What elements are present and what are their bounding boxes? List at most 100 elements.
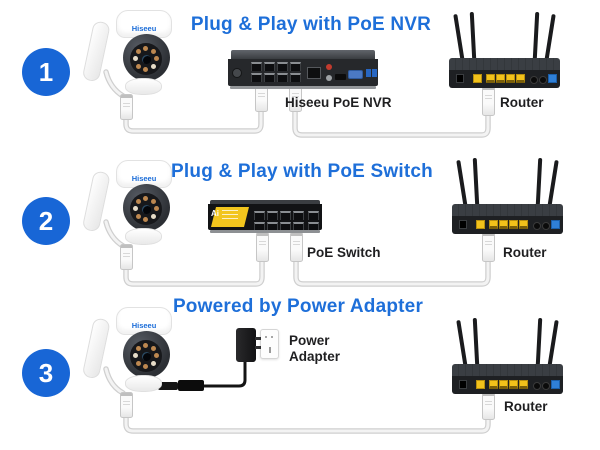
- ptz-camera: Hiseeu: [81, 158, 188, 270]
- router-label: Router: [503, 245, 547, 260]
- router-usb-port: [551, 380, 560, 389]
- section-title: Plug & Play with PoE NVR: [190, 14, 432, 35]
- ir-led-dot: [151, 361, 156, 366]
- router-button: [533, 222, 541, 230]
- camera-brand-logo: Hiseeu: [131, 174, 157, 183]
- nvr-hdmi-port: [335, 74, 346, 80]
- router-lan-port: [476, 380, 485, 389]
- switch-poe-ports: [254, 211, 304, 231]
- ethernet-port: [290, 62, 301, 71]
- camera-brand-logo: Hiseeu: [131, 321, 157, 330]
- switch-uplink-port: [308, 222, 319, 231]
- rj45-connector-router: [482, 392, 495, 420]
- router-front-panel: [449, 70, 560, 88]
- router-front-panel: [452, 376, 563, 394]
- rj45-connector-camera: [120, 392, 133, 418]
- camera-top-cap: Hiseeu: [116, 307, 172, 335]
- power-adapter: [236, 328, 261, 362]
- camera-base: [125, 228, 162, 245]
- router-top-face: [452, 204, 563, 216]
- nvr-front-panel: [228, 59, 378, 86]
- ir-led-dot: [136, 64, 141, 69]
- ir-led-dot: [151, 199, 156, 204]
- step-number-badge: 2: [22, 197, 70, 245]
- step-number-badge: 3: [22, 349, 70, 397]
- ethernet-port: [264, 62, 275, 71]
- router-antenna: [456, 319, 468, 369]
- router-top-face: [452, 364, 563, 376]
- ethernet-port: [264, 73, 275, 82]
- router-wan-port: [456, 74, 464, 83]
- router-device: [450, 157, 565, 238]
- camera-base: [125, 78, 162, 95]
- router-lan-ports: [489, 380, 528, 389]
- router-top-face: [449, 58, 560, 70]
- router-lan-ports: [489, 220, 528, 229]
- ethernet-port: [280, 211, 291, 220]
- ir-led-dot: [136, 361, 141, 366]
- power-adapter-label: Power Adapter: [289, 333, 341, 364]
- section-title: Powered by Power Adapter: [172, 296, 424, 317]
- nvr-poe-ports: [251, 62, 301, 82]
- router-antenna: [547, 159, 559, 209]
- ir-led-dot: [143, 196, 148, 201]
- router-button: [530, 76, 538, 84]
- ir-led-dot: [151, 346, 156, 351]
- router-usb-port: [551, 220, 560, 229]
- camera-lens-head: [123, 34, 170, 81]
- camera-ir-led-ring: [130, 193, 162, 225]
- ir-led-dot: [154, 206, 159, 211]
- router-antenna: [469, 11, 477, 61]
- nvr-audio-jack: [326, 75, 332, 81]
- ir-led-dot: [136, 49, 141, 54]
- router-lan-port: [476, 220, 485, 229]
- ethernet-port: [516, 74, 525, 83]
- ir-led-dot: [151, 214, 156, 219]
- poe-switch-device: Ai: [208, 200, 322, 234]
- ethernet-port: [496, 74, 505, 83]
- router-antenna: [453, 13, 465, 63]
- ethernet-port: [280, 222, 291, 231]
- rj45-connector-camera: [120, 94, 133, 120]
- router-button: [542, 382, 550, 390]
- rj45-connector-switch-in: [256, 232, 269, 262]
- ir-led-dot: [133, 56, 138, 61]
- ethernet-port: [251, 73, 262, 82]
- camera-ir-led-ring: [130, 43, 162, 75]
- nvr-vga-port: [348, 70, 363, 79]
- switch-top-face: [210, 200, 320, 204]
- power-cable: [158, 359, 247, 391]
- router-wan-port: [459, 380, 467, 389]
- nvr-wan-port: [307, 67, 321, 79]
- ptz-camera: Hiseeu: [81, 8, 188, 120]
- ir-led-dot: [136, 199, 141, 204]
- switch-ai-logo: Ai: [211, 209, 219, 218]
- rj45-connector-switch-out: [290, 232, 303, 262]
- router-device: [450, 317, 565, 398]
- ethernet-port: [293, 222, 304, 231]
- ethernet-port: [267, 222, 278, 231]
- ethernet-port: [499, 220, 508, 229]
- ethernet-port: [267, 211, 278, 220]
- ethernet-port: [489, 220, 498, 229]
- camera-top-cap: Hiseeu: [116, 160, 172, 188]
- ptz-camera: Hiseeu: [81, 305, 188, 417]
- router-button: [542, 222, 550, 230]
- ir-led-dot: [143, 67, 148, 72]
- router-antenna: [547, 319, 559, 369]
- camera-base: [125, 375, 162, 392]
- ethernet-port: [519, 380, 528, 389]
- nvr-red-button: [326, 64, 332, 70]
- ir-led-dot: [154, 56, 159, 61]
- ir-led-dot: [143, 343, 148, 348]
- router-button: [539, 76, 547, 84]
- camera-brand-logo: Hiseeu: [131, 24, 157, 33]
- router-wan-port: [459, 220, 467, 229]
- nvr-top-face: [231, 50, 375, 59]
- switch-base-trim: [210, 230, 320, 233]
- ir-led-dot: [133, 206, 138, 211]
- nvr-device: [228, 50, 378, 90]
- dc-jack-plug: [158, 382, 178, 390]
- rj45-connector-camera: [120, 244, 133, 270]
